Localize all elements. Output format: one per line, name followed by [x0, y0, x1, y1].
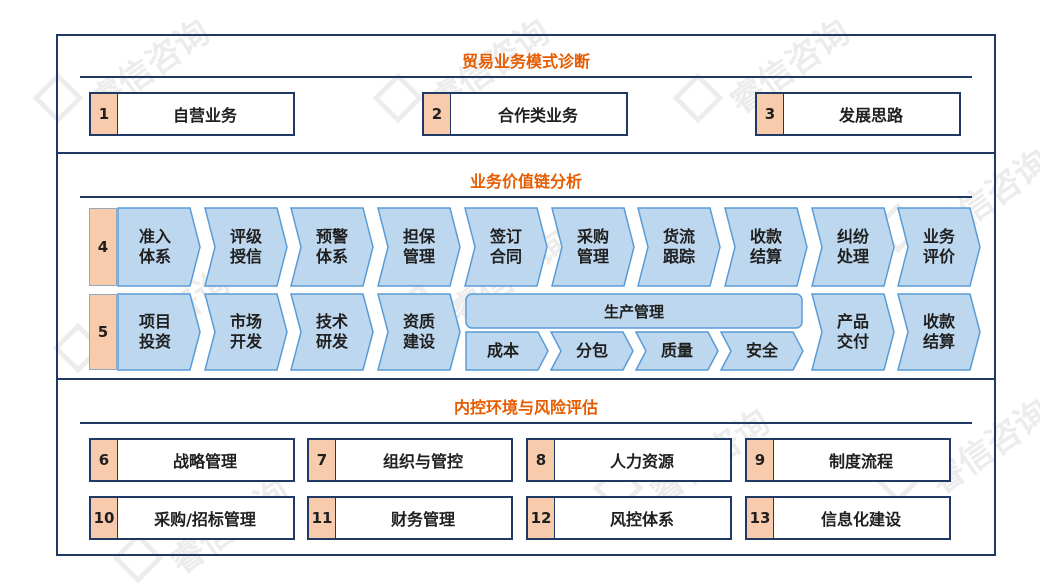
chevron-label: 评级 授信: [229, 227, 262, 266]
chevron-row4-2: [204, 207, 288, 287]
control-box-13: 13 信息化建设: [745, 496, 951, 540]
chevron-production-2: [549, 331, 634, 371]
row-number-4: 4: [89, 208, 117, 286]
chevron-label: 签订 合同: [489, 227, 522, 266]
chevron-row4-1: [117, 207, 201, 287]
box-number: 8: [528, 440, 555, 480]
box-label: 信息化建设: [820, 510, 901, 529]
control-box-6: 6 战略管理: [89, 438, 295, 482]
chevron-label: 业务 评价: [922, 227, 955, 266]
chevron-label: 采购 管理: [576, 227, 609, 266]
mode-box-2: 2 合作类业务: [422, 92, 628, 136]
chevron-row4-7: [637, 207, 721, 287]
box-number: 10: [91, 498, 118, 538]
box-label: 人力资源: [609, 452, 674, 471]
control-box-11: 11 财务管理: [307, 496, 513, 540]
box-label: 财务管理: [390, 510, 455, 529]
chevron-production-4: [719, 331, 804, 371]
chevron-row5-2: [204, 293, 288, 371]
chevron-row4-3: [290, 207, 374, 287]
chevron-row5-4: [377, 293, 461, 371]
box-number: 2: [424, 94, 451, 134]
chevron-row4-6: [551, 207, 635, 287]
chevron-label: 市场 开发: [229, 312, 262, 351]
production-sub-label: 分包: [575, 341, 608, 360]
box-label: 自营业务: [172, 106, 237, 125]
box-label: 合作类业务: [497, 106, 578, 125]
chevron-row4-9: [811, 207, 895, 287]
production-sub-label: 安全: [745, 341, 778, 360]
mode-box-3: 3 发展思路: [755, 92, 961, 136]
control-box-12: 12 风控体系: [526, 496, 732, 540]
section-underline: [80, 76, 972, 78]
production-header-label: 生产管理: [603, 302, 664, 321]
control-box-9: 9 制度流程: [745, 438, 951, 482]
section-title-value-chain: 业务价值链分析: [469, 172, 582, 191]
section-divider: [56, 378, 996, 380]
box-number: 12: [528, 498, 555, 538]
chevron-label: 技术 研发: [315, 312, 348, 351]
box-label: 采购/招标管理: [154, 510, 256, 529]
chevron-label: 资质 建设: [402, 312, 435, 351]
section-underline: [80, 196, 972, 198]
box-label: 风控体系: [609, 510, 674, 529]
section-title-internal-control: 内控环境与风险评估: [453, 398, 598, 417]
chevron-label: 货流 跟踪: [662, 227, 695, 266]
box-label: 发展思路: [838, 106, 903, 125]
chevron-label: 担保 管理: [402, 227, 435, 266]
box-label: 组织与管控: [382, 452, 463, 471]
box-number: 13: [747, 498, 774, 538]
main-frame: [56, 34, 996, 556]
control-box-10: 10 采购/招标管理: [89, 496, 295, 540]
production-sub-label: 质量: [660, 341, 693, 360]
chevron-row5-3: [290, 293, 374, 371]
section-divider: [56, 152, 996, 154]
control-box-8: 8 人力资源: [526, 438, 732, 482]
chevron-row5-tail-1: [811, 293, 895, 371]
production-sub-label: 成本: [486, 341, 519, 360]
box-number: 9: [747, 440, 774, 480]
box-number: 6: [91, 440, 118, 480]
box-number: 11: [309, 498, 336, 538]
chevron-row4-4: [377, 207, 461, 287]
section-underline: [80, 422, 972, 424]
section-title-mode-diagnosis: 贸易业务模式诊断: [461, 52, 590, 71]
box-label: 制度流程: [828, 452, 893, 471]
box-label: 战略管理: [172, 452, 237, 471]
row-number-5: 5: [89, 294, 117, 370]
chevron-label: 收款 结算: [749, 227, 782, 266]
production-header-box: [465, 293, 803, 329]
chevron-row4-10: [897, 207, 981, 287]
box-number: 3: [757, 94, 784, 134]
chevron-production-3: [634, 331, 719, 371]
chevron-row5-tail-2: [897, 293, 981, 371]
chevron-row4-5: [464, 207, 548, 287]
chevron-row5-1: [117, 293, 201, 371]
chevron-label: 准入 体系: [138, 227, 171, 266]
chevron-label: 纠纷 处理: [836, 227, 869, 266]
chevron-label: 产品 交付: [836, 312, 869, 351]
mode-box-1: 1 自营业务: [89, 92, 295, 136]
chevron-label: 收款 结算: [922, 312, 955, 351]
box-number: 7: [309, 440, 336, 480]
chevron-row4-8: [724, 207, 808, 287]
chevron-production-1: [465, 331, 549, 371]
control-box-7: 7 组织与管控: [307, 438, 513, 482]
box-number: 1: [91, 94, 118, 134]
chevron-label: 预警 体系: [315, 227, 348, 266]
chevron-label: 项目 投资: [138, 312, 171, 351]
